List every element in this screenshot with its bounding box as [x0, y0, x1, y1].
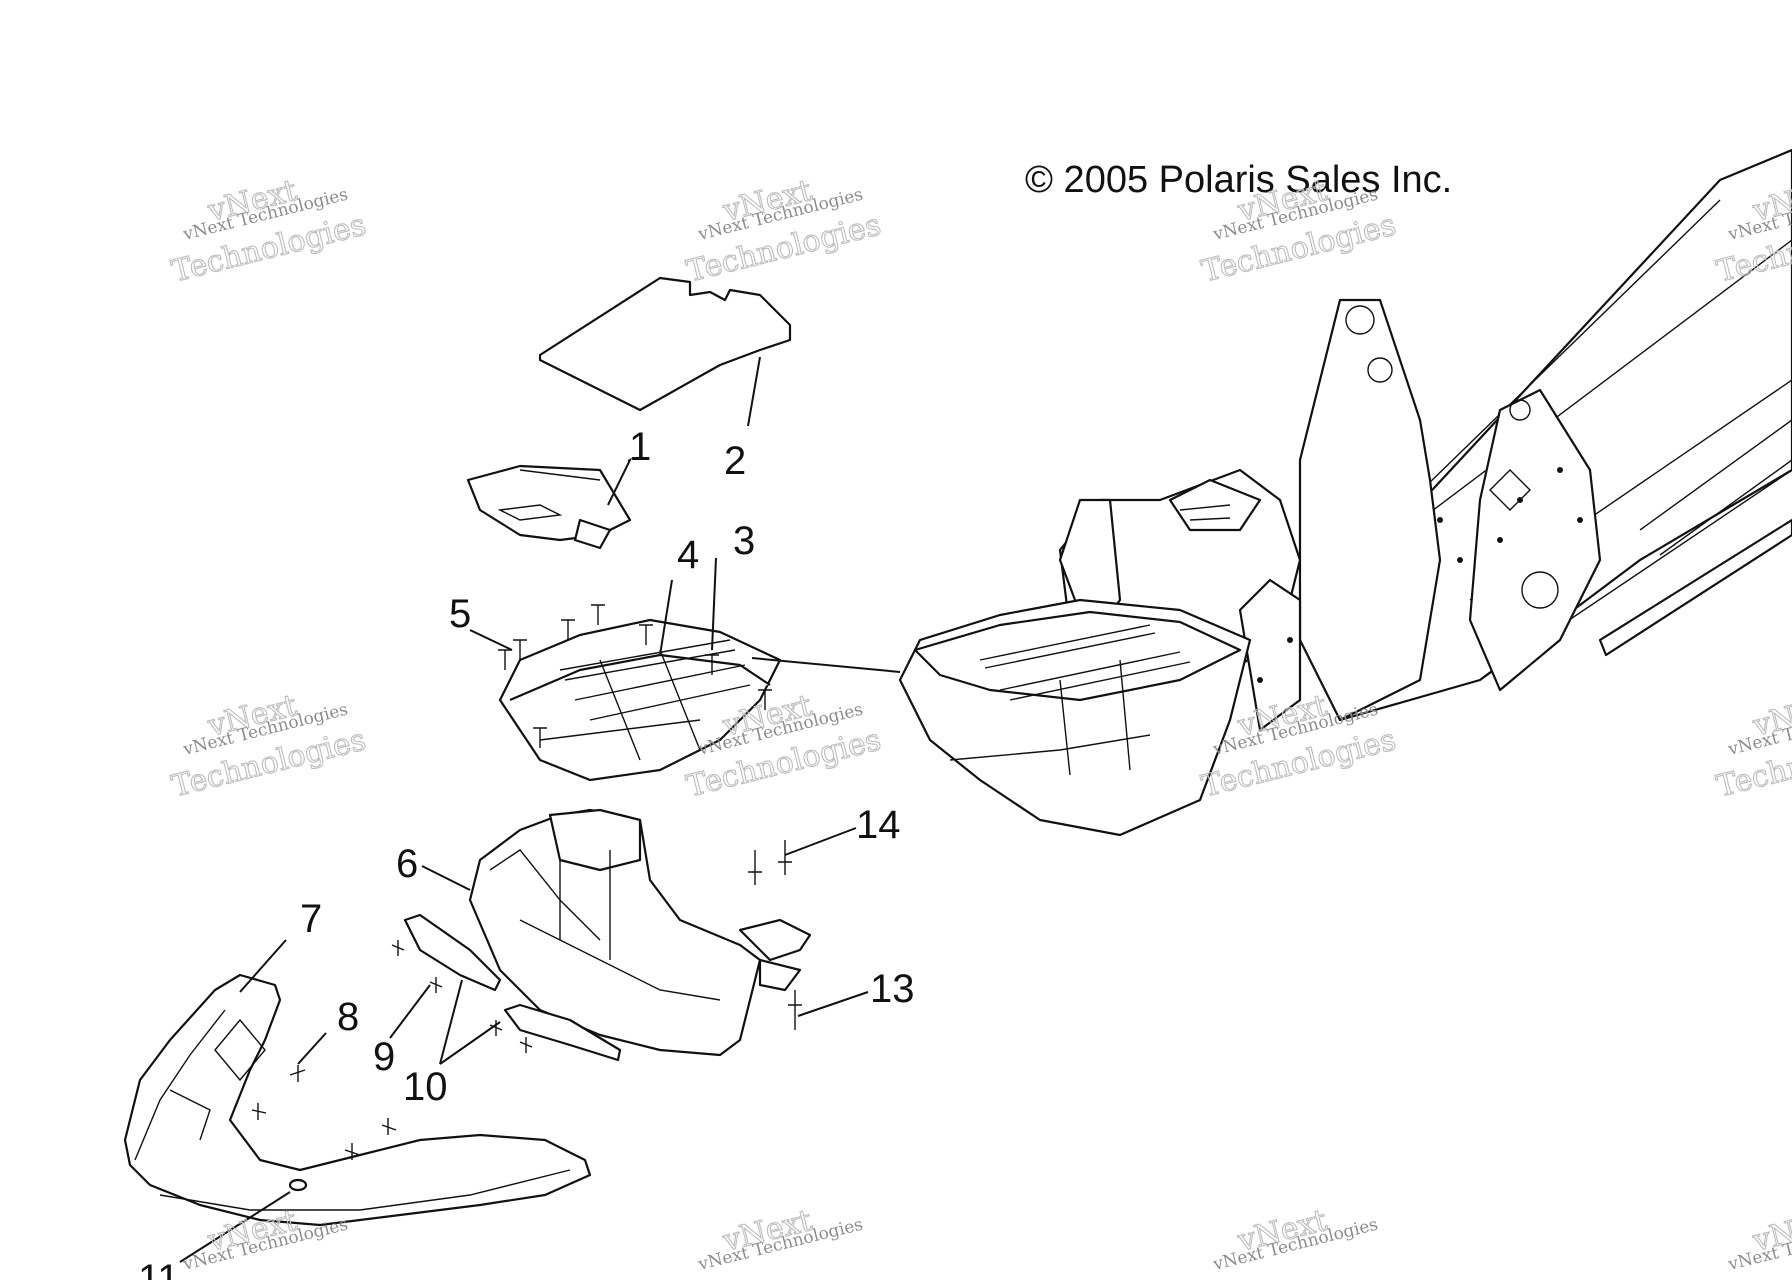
part-6-belly-pan [468, 808, 812, 1057]
part-2-liner-sheet [538, 276, 792, 412]
callout-10: 10 [403, 1065, 448, 1109]
tunnel-perforations [1639, 419, 1792, 556]
part-1-front-skid-plate [466, 464, 632, 550]
callout-6: 6 [396, 842, 418, 886]
callout-8: 8 [337, 995, 359, 1039]
part-4-skid-frame [498, 618, 782, 782]
part-10-shield-plates [403, 913, 622, 1062]
callout-3: 3 [733, 519, 755, 563]
chassis-frame [898, 148, 1792, 837]
copyright-notice: © 2005 Polaris Sales Inc. [1025, 159, 1452, 201]
installed-skid-slats [979, 624, 1191, 701]
callout-11: 11 [138, 1257, 180, 1280]
leader-lines [179, 356, 869, 1263]
watermark-outline: vNext [1749, 1203, 1792, 1259]
fasteners-misc [251, 840, 802, 1192]
fastener-bolts-skid [498, 604, 772, 748]
callout-2: 2 [724, 439, 746, 483]
callout-1: 1 [629, 425, 651, 469]
callout-14: 14 [856, 803, 901, 847]
watermark-outline: vNext [1749, 688, 1792, 744]
callout-4: 4 [677, 533, 699, 577]
callout-labels: 1 2 3 4 5 6 7 8 9 10 11 13 14 [138, 425, 915, 1280]
callout-5: 5 [449, 592, 471, 636]
callout-9: 9 [373, 1035, 395, 1079]
callout-7: 7 [300, 897, 322, 941]
callout-13: 13 [870, 967, 915, 1011]
